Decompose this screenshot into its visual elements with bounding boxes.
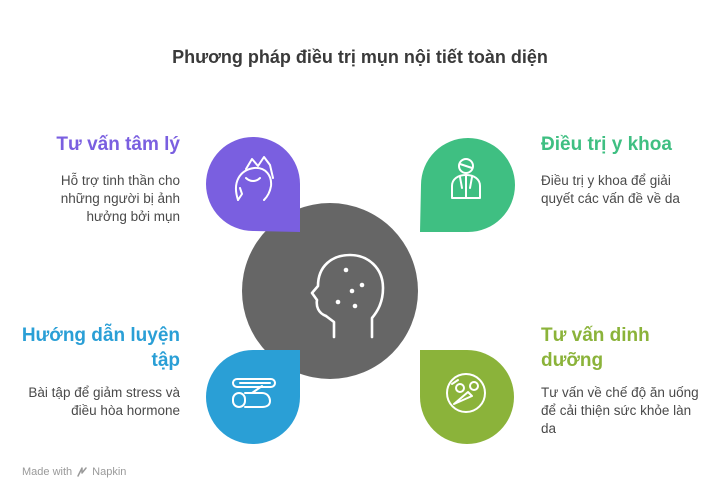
doctor-icon <box>451 158 481 199</box>
quadrant-nutrition[interactable] <box>420 350 514 444</box>
heading-psych: Tư vấn tâm lý <box>56 134 180 155</box>
center-circle <box>242 203 418 379</box>
quadrant-medical[interactable] <box>420 138 515 232</box>
made-with-text: Made with <box>22 466 73 478</box>
heading-nutrition: Tư vấn dinh dưỡng <box>541 325 650 371</box>
footer: Made with Napkin <box>22 466 126 478</box>
heading-exercise: Hướng dẫn luyện tập <box>21 325 180 371</box>
heading-medical: Điều trị y khoa <box>541 134 672 155</box>
brand-text[interactable]: Napkin <box>92 466 127 478</box>
desc-medical: Điều trị y khoa để giải quyết các vấn đề… <box>541 173 680 206</box>
page-title: Phương pháp điều trị mụn nội tiết toàn d… <box>172 47 548 67</box>
exercise-icon <box>232 378 276 408</box>
napkin-logo-icon <box>77 467 87 477</box>
desc-exercise: Bài tập để giảm stress và điều hòa hormo… <box>28 385 180 418</box>
desc-psych: Hỗ trợ tinh thần cho những người bị ảnh … <box>60 173 180 224</box>
quadrant-exercise[interactable] <box>206 350 300 444</box>
quadrant-psych[interactable] <box>206 137 300 232</box>
head-hand-icon <box>235 156 274 201</box>
vegetables-icon <box>446 373 486 413</box>
face-acne-icon <box>310 253 385 339</box>
desc-nutrition: Tư vấn về chế độ ăn uống để cải thiện sứ… <box>541 385 699 436</box>
